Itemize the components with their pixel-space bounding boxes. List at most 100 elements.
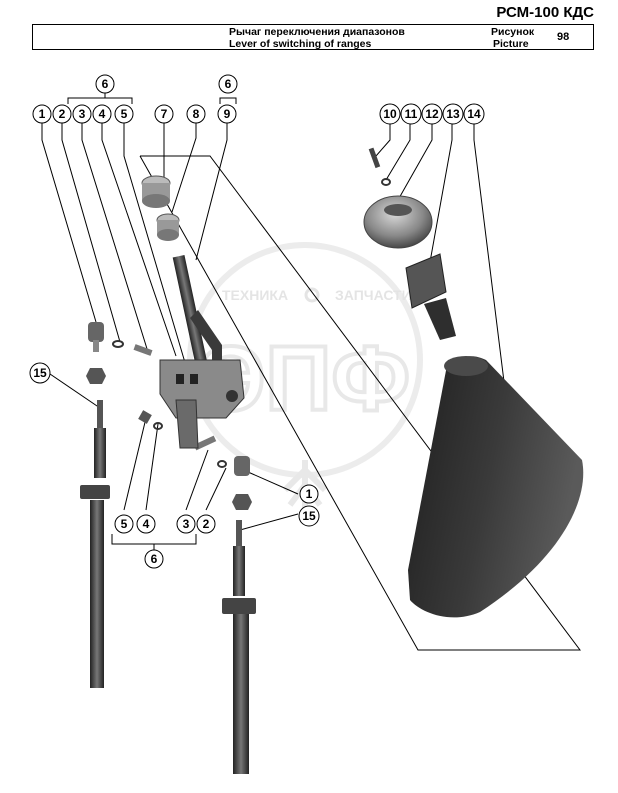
- leader-frame: [139, 155, 581, 651]
- bracket-hole: [226, 390, 238, 402]
- rod-right-tip: [236, 520, 242, 548]
- watermark-gear-icon: [304, 287, 320, 303]
- rod-left-nut: [80, 485, 110, 499]
- cone-14-top: [444, 356, 488, 376]
- svg-text:13: 13: [446, 107, 460, 121]
- watermark-text-left: ТЕХНИКА: [222, 287, 288, 303]
- callout-1a: 1: [32, 104, 52, 124]
- leader-8: [171, 122, 197, 213]
- bushing-8-bottom: [157, 229, 179, 241]
- rod-assembly-left: [80, 400, 110, 688]
- knob-12-cap: [384, 204, 412, 216]
- lever-shaft: [172, 254, 208, 366]
- leader-10: [375, 122, 391, 157]
- svg-text:5: 5: [121, 107, 128, 121]
- svg-text:6: 6: [102, 77, 109, 91]
- svg-text:11: 11: [405, 107, 418, 121]
- svg-text:15: 15: [33, 366, 47, 380]
- bracket-6a: [67, 97, 133, 104]
- callout-13: 13: [442, 103, 464, 125]
- callout-8: 8: [186, 104, 206, 124]
- title-block: Рычаг переключения диапазонов Lever of s…: [32, 24, 594, 50]
- callout-3a: 3: [72, 104, 92, 124]
- boot-13-flare: [405, 253, 447, 309]
- svg-text:2: 2: [203, 517, 210, 531]
- cone-14: [408, 356, 584, 618]
- callout-6a: 6: [95, 74, 115, 94]
- svg-text:15: 15: [302, 509, 316, 523]
- washer-11: [381, 178, 391, 186]
- svg-text:5: 5: [121, 517, 128, 531]
- callout-1b: 1: [299, 484, 319, 504]
- callout-14: 14: [463, 103, 485, 125]
- callout-2b: 2: [196, 514, 216, 534]
- leader-1b: [247, 471, 299, 495]
- svg-text:7: 7: [161, 107, 168, 121]
- rod-right-thread: [233, 546, 245, 596]
- svg-text:10: 10: [383, 107, 397, 121]
- leader-2b: [205, 467, 227, 511]
- svg-text:1: 1: [39, 107, 46, 121]
- leader-3b: [185, 449, 209, 511]
- callout-leaders: [41, 92, 511, 550]
- callout-7: 7: [154, 104, 174, 124]
- callout-9: 9: [217, 104, 237, 124]
- callout-4a: 4: [92, 104, 112, 124]
- callout-5a: 5: [114, 104, 134, 124]
- rod-left-thread: [94, 428, 106, 478]
- small-hardware: [86, 147, 391, 510]
- watermark: ТЕХНИКА ЗАПЧАСТИ ЭПФ: [187, 242, 423, 520]
- callout-4b: 4: [136, 514, 156, 534]
- washer-2-left: [112, 340, 124, 348]
- leader-13: [429, 122, 453, 263]
- bolt-1-left: [88, 322, 104, 342]
- leader-4a: [101, 122, 177, 357]
- svg-text:3: 3: [183, 517, 190, 531]
- boot-13-tube: [424, 298, 456, 340]
- svg-text:4: 4: [99, 107, 106, 121]
- leader-12: [397, 122, 433, 201]
- model-title: РСМ-100 КДС: [496, 4, 594, 21]
- callout-11: 11: [400, 103, 422, 125]
- nut-right: [232, 494, 252, 510]
- bracket-slot-2: [190, 374, 198, 384]
- bolt-1-right: [234, 456, 250, 476]
- washer-4-lower: [153, 422, 163, 430]
- svg-text:6: 6: [151, 552, 158, 566]
- leader-15b: [239, 513, 299, 531]
- rod-assembly-right: [222, 520, 256, 774]
- leader-9: [195, 122, 228, 261]
- callout-10: 10: [379, 103, 401, 125]
- svg-text:8: 8: [193, 107, 200, 121]
- bracket-6c: [111, 534, 197, 545]
- knob-boot-cone: [363, 195, 584, 618]
- svg-text:1: 1: [306, 487, 313, 501]
- svg-text:14: 14: [467, 107, 481, 121]
- callout-15a: 15: [29, 362, 51, 384]
- leader-3a: [81, 122, 149, 353]
- callout-5b: 5: [114, 514, 134, 534]
- bracket-6b: [219, 97, 237, 104]
- callout-6b: 6: [218, 74, 238, 94]
- leader-15a: [49, 373, 101, 409]
- callout-3b: 3: [176, 514, 196, 534]
- svg-text:6: 6: [225, 77, 232, 91]
- rod-right-nut: [222, 598, 256, 614]
- svg-text:2: 2: [59, 107, 66, 121]
- washer-2-lower: [217, 460, 227, 468]
- svg-text:4: 4: [143, 517, 150, 531]
- title-russian: Рычаг переключения диапазонов: [229, 26, 405, 38]
- title-english: Lever of switching of ranges: [229, 38, 372, 50]
- pin-10: [368, 147, 381, 169]
- nut-5-lower: [138, 410, 152, 424]
- bracket-arm: [175, 399, 199, 449]
- screw-3-lower: [193, 435, 217, 451]
- leader-2a: [61, 122, 121, 343]
- figure-label-russian: Рисунок: [491, 26, 535, 38]
- callout-15b: 15: [298, 505, 320, 527]
- lever-bracket: [159, 254, 245, 449]
- rod-left-tip: [97, 400, 103, 430]
- callout-6c: 6: [144, 549, 164, 569]
- bushing-7-bottom: [142, 194, 170, 208]
